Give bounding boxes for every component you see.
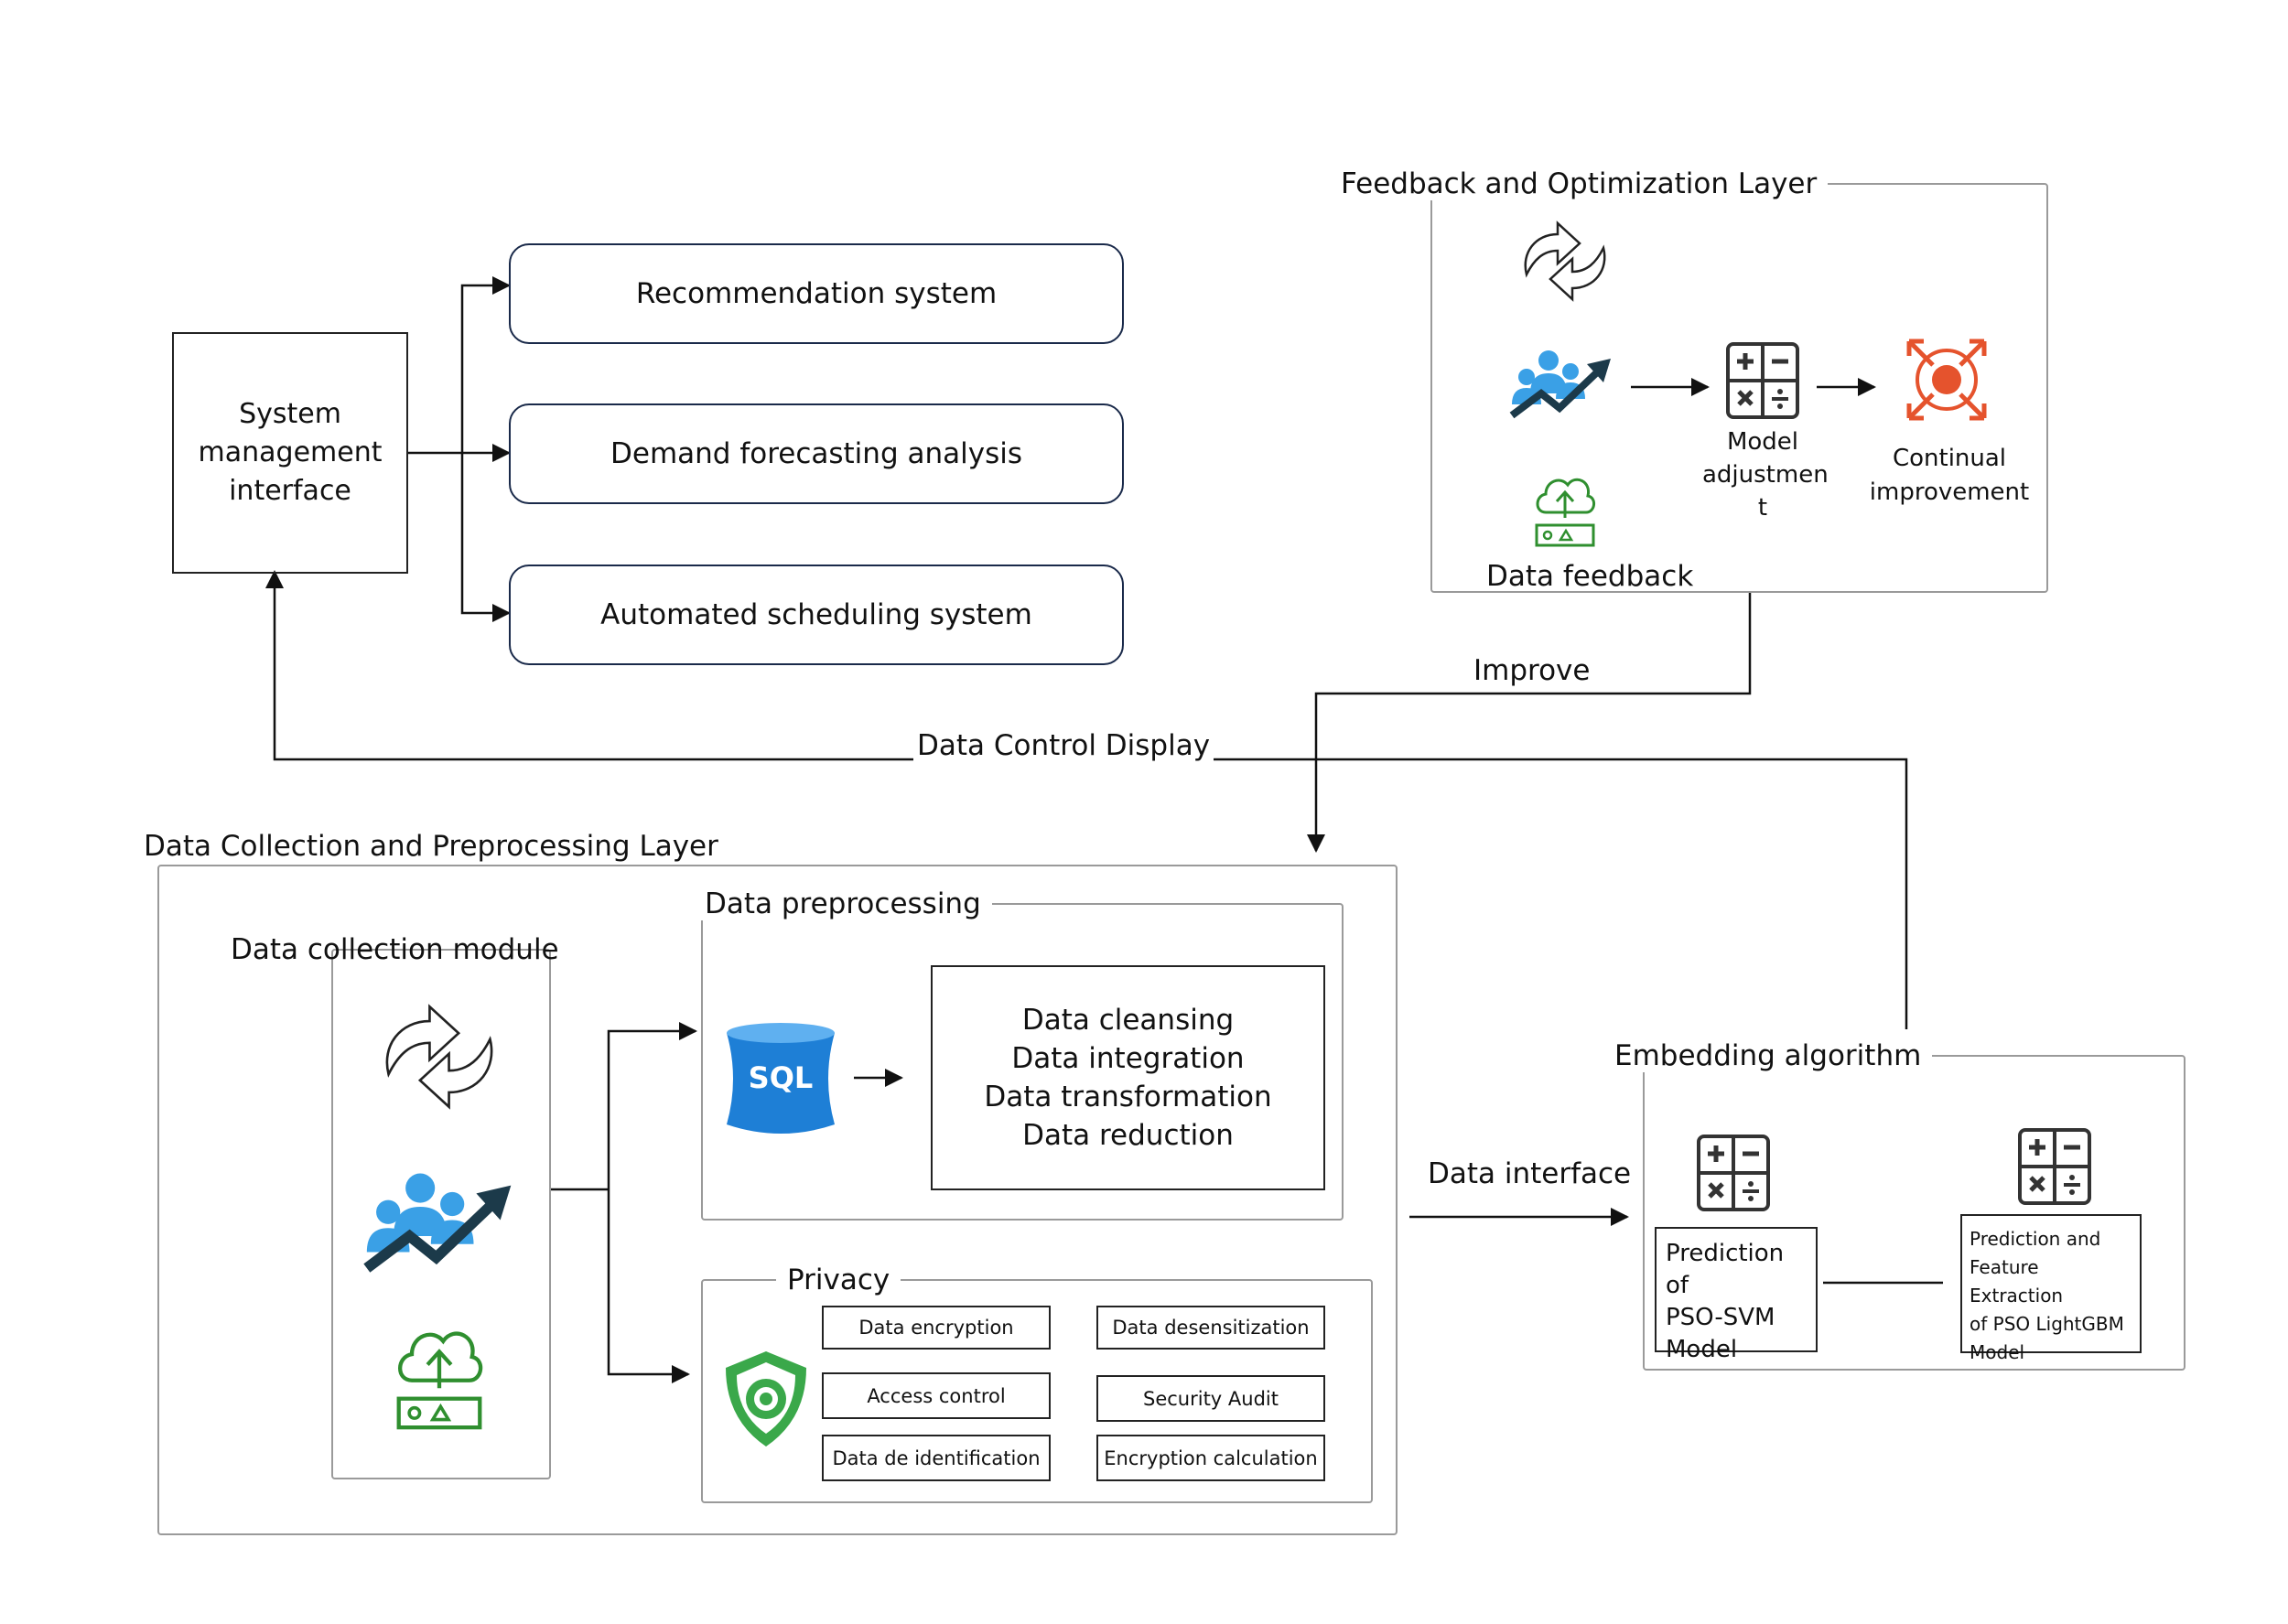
data-feedback-label: Data feedback <box>1486 560 1694 593</box>
automated-scheduling-box[interactable]: Automated scheduling system <box>509 565 1124 665</box>
demand-forecasting-box[interactable]: Demand forecasting analysis <box>509 403 1124 504</box>
recommendation-system-box[interactable]: Recommendation system <box>509 243 1124 344</box>
continual-improvement-line2: improvement <box>1869 479 2030 506</box>
data-desensitization-box[interactable]: Data desensitization <box>1096 1306 1325 1350</box>
sync-icon <box>379 997 500 1116</box>
people-growth-icon <box>1508 346 1618 421</box>
data-integration-label: Data integration <box>1011 1042 1245 1075</box>
data-reduction-label: Data reduction <box>1022 1119 1234 1152</box>
system-management-line3: interface <box>229 475 351 507</box>
pso-svm-line2: PSO-SVM <box>1666 1304 1775 1331</box>
pso-svm-line3: Model <box>1666 1336 1738 1363</box>
to-preprocessing-arrow <box>607 1022 697 1189</box>
pso-lightgbm-line4: Model <box>1970 1341 2025 1363</box>
data-interface-label: Data interface <box>1428 1157 1632 1190</box>
target-arrows-icon <box>1902 334 1991 425</box>
demand-forecasting-label: Demand forecasting analysis <box>610 437 1022 470</box>
data-de-identification-label: Data de identification <box>832 1447 1041 1469</box>
collection-module-title: Data collection module <box>231 933 559 966</box>
automated-scheduling-label: Automated scheduling system <box>600 598 1032 631</box>
preprocessing-group <box>701 903 1344 1221</box>
pso-lightgbm-line3: of PSO LightGBM <box>1970 1313 2124 1335</box>
calculator-icon <box>1697 1135 1770 1211</box>
data-control-display-label: Data Control Display <box>913 729 1214 762</box>
pso-svm-model-box[interactable]: Prediction of PSO-SVM Model <box>1655 1227 1818 1363</box>
data-transformation-label: Data transformation <box>984 1081 1272 1113</box>
model-adjustment-line1: Model <box>1726 428 1799 456</box>
pso-lightgbm-model-box[interactable]: Prediction and Feature Extraction of PSO… <box>1960 1214 2142 1363</box>
data-encryption-label: Data encryption <box>858 1317 1014 1339</box>
improve-label: Improve <box>1473 654 1591 687</box>
data-encryption-box[interactable]: Data encryption <box>822 1306 1051 1350</box>
access-control-box[interactable]: Access control <box>822 1372 1051 1419</box>
shield-icon <box>720 1348 812 1450</box>
feedback-layer-title: Feedback and Optimization Layer <box>1330 167 1829 200</box>
data-de-identification-box[interactable]: Data de identification <box>822 1435 1051 1481</box>
embedding-title: Embedding algorithm <box>1603 1039 1933 1072</box>
security-audit-box[interactable]: Security Audit <box>1096 1375 1325 1422</box>
model-adjustment-line3: t <box>1757 494 1768 522</box>
people-growth-icon <box>362 1167 522 1276</box>
pso-lightgbm-line2: Feature Extraction <box>1970 1256 2064 1307</box>
mgmt-to-recommendation-arrow <box>460 276 511 453</box>
security-audit-label: Security Audit <box>1143 1387 1279 1410</box>
sql-label: SQL <box>748 1060 814 1095</box>
access-control-label: Access control <box>867 1384 1006 1407</box>
continual-improvement-line1: Continual <box>1892 445 2007 472</box>
encryption-calculation-box[interactable]: Encryption calculation <box>1096 1435 1325 1481</box>
pso-svm-line1: Prediction of <box>1666 1240 1785 1299</box>
preprocessing-steps-box[interactable]: Data cleansing Data integration Data tra… <box>931 965 1325 1190</box>
privacy-title: Privacy <box>776 1264 901 1296</box>
sql-database-icon: SQL <box>721 1020 840 1137</box>
encryption-calculation-label: Encryption calculation <box>1104 1447 1318 1469</box>
to-privacy-arrow <box>607 1189 690 1383</box>
mgmt-to-scheduling-arrow <box>460 453 511 622</box>
calculator-icon <box>2018 1128 2091 1205</box>
model-adjustment-line2: adjustmen <box>1702 461 1829 489</box>
pso-lightgbm-line1: Prediction and <box>1970 1228 2101 1250</box>
system-management-line1: System <box>239 398 341 430</box>
calculator-icon <box>1726 342 1799 419</box>
collection-module-group <box>331 949 551 1479</box>
sync-icon <box>1519 218 1611 305</box>
system-management-box[interactable]: System management interface <box>172 332 408 574</box>
data-desensitization-label: Data desensitization <box>1112 1317 1310 1339</box>
cloud-upload-icon <box>394 1317 485 1433</box>
collection-layer-group <box>157 865 1398 1535</box>
system-management-line2: management <box>198 436 383 468</box>
collection-layer-title: Data Collection and Preprocessing Layer <box>133 830 729 863</box>
model-adjustment-label: Model adjustmen t <box>1702 425 1829 524</box>
data-cleansing-label: Data cleansing <box>1021 1004 1235 1037</box>
improve-arrow <box>1307 593 1752 853</box>
continual-improvement-label: Continual improvement <box>1867 442 2032 510</box>
privacy-group <box>701 1279 1373 1503</box>
preprocessing-title: Data preprocessing <box>694 887 992 920</box>
cloud-upload-icon <box>1533 468 1597 549</box>
recommendation-system-label: Recommendation system <box>635 277 998 310</box>
